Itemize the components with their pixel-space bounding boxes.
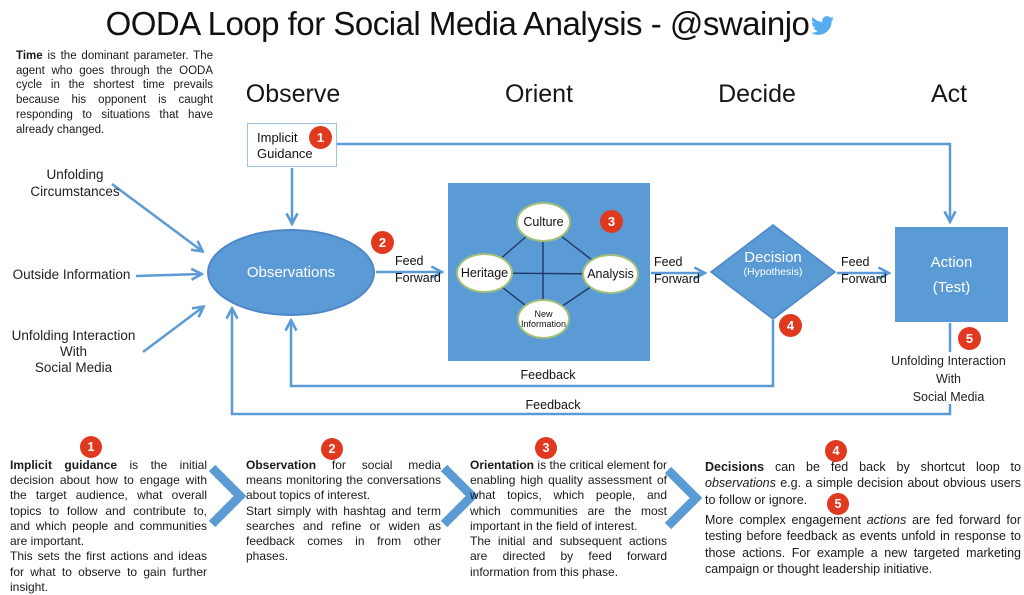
note4-body2: e.g. a simple decision about obvious use… [705,476,1021,507]
twitter-bird-icon [811,16,835,35]
ooda-diagram-page: { "title": "OODA Loop for Social Media A… [0,5,1021,594]
action-title: Action [930,253,973,271]
note2-body: for social media means monitoring the co… [246,458,441,503]
note2-body2: Start simply with hashtag and term searc… [246,503,441,564]
note-observation: Observation for social media means monit… [246,458,441,565]
arrow-unfolding-interaction [142,307,203,353]
note-badge-1: 1 [80,436,102,458]
label-feedback-1: Feedback [520,368,576,382]
chevron-3-icon [664,466,703,530]
phase-decide: Decide [718,80,796,108]
input-outside-information: Outside Information [12,267,131,282]
badge-1: 1 [309,126,332,149]
node-decision-label: Decision (Hypothesis) [713,249,833,278]
badge-2: 2 [371,231,394,254]
input-unfolding-circumstances: Unfolding Circumstances [30,167,120,199]
node-culture: Culture [516,202,571,242]
note-badge-5: 5 [827,493,849,515]
time-parameter-note: Time is the dominant parameter. The agen… [16,49,213,137]
note-badge-2: 2 [321,438,343,460]
note4-body: can be fed back by shortcut loop to [764,460,1021,474]
page-title-text: OODA Loop for Social Media Analysis - @s… [105,5,810,42]
note4-italic: observations [705,476,776,491]
note1-lead: Implicit guidance [10,458,118,472]
note5-body2: are fed forward for testing before feedb… [705,513,1021,576]
badge-5: 5 [958,327,981,350]
time-parameter-body: is the dominant parameter. The agent who… [16,50,213,136]
note3-body: is the critical element for enabling hig… [470,458,667,533]
note3-body2: The initial and subsequent actions are d… [470,534,667,579]
node-observations: Observations [207,229,375,316]
node-new-information: New Information [517,299,570,339]
note3-lead: Orientation [470,458,535,472]
note1-body: is the initial decision about how to eng… [10,458,207,549]
chevron-1-icon [208,464,247,528]
badge-4: 4 [779,314,802,337]
note5-body: More complex engagement [705,513,867,527]
note-decisions: Decisions can be fed back by shortcut lo… [705,459,1021,508]
phase-observe: Observe [245,80,341,108]
note-implicit-guidance: Implicit guidance is the initial decisio… [10,458,207,595]
input-unfolding-interaction: Unfolding Interaction With Social Media [11,328,136,375]
note5-italic: actions [866,513,907,527]
node-action: Action (Test) [895,227,1008,322]
note-badge-4: 4 [825,440,847,462]
label-feedback-2: Feedback [525,398,581,412]
label-action-output: Unfolding Interaction With Social Media [891,354,1006,404]
decision-title: Decision [744,249,802,266]
page-title: OODA Loop for Social Media Analysis - @s… [0,5,940,43]
action-subtitle: (Test) [932,278,971,296]
label-feed-forward-3: Feed Forward [841,255,887,286]
label-feed-forward-2: Feed Forward [654,255,700,286]
time-parameter-lead: Time [16,50,43,62]
note4-lead: Decisions [705,460,765,474]
node-analysis: Analysis [582,254,639,294]
node-heritage: Heritage [456,253,513,293]
note-actions: More complex engagement actions are fed … [705,512,1021,577]
chevron-2-icon [440,464,479,528]
note-badge-3: 3 [535,437,557,459]
arrow-outside-information [135,274,201,276]
note2-lead: Observation [246,458,317,472]
note1-body2: This sets the first actions and ideas fo… [10,549,207,594]
note-orientation: Orientation is the critical element for … [470,458,667,580]
label-feed-forward-1: Feed Forward [395,254,441,285]
phase-act: Act [930,80,968,108]
decision-subtitle: (Hypothesis) [743,266,803,278]
badge-3: 3 [600,210,623,233]
phase-orient: Orient [504,80,574,108]
